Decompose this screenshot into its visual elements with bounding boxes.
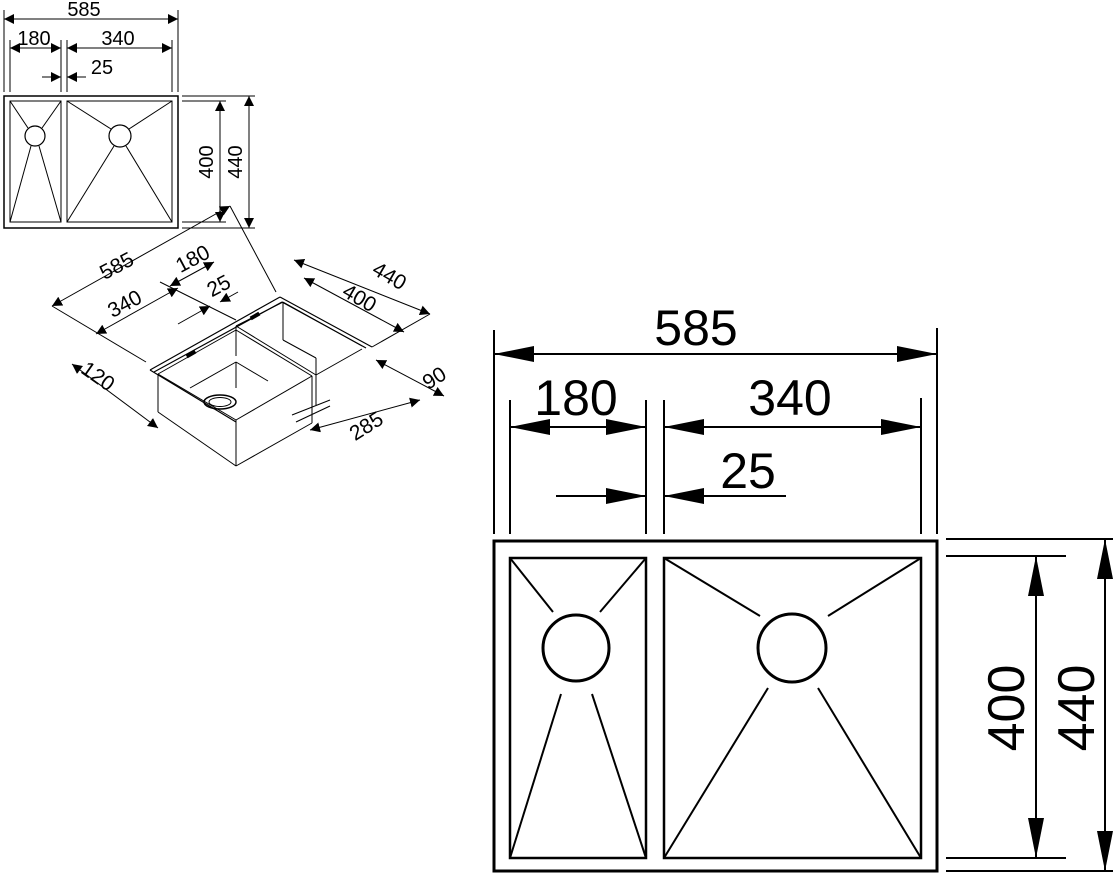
iso-dim-25: 25 <box>203 271 234 302</box>
iso-dim-90: 90 <box>419 363 451 395</box>
small-dim-585: 585 <box>67 0 100 21</box>
iso-dim-440: 440 <box>368 258 410 295</box>
iso-dim-400: 400 <box>338 280 380 317</box>
dim-340: 340 <box>748 370 831 426</box>
small-dim-180: 180 <box>17 28 50 50</box>
dim-400: 400 <box>978 665 1036 752</box>
isometric-view: 585 340 180 25 440 400 120 90 285 <box>51 205 451 467</box>
dim-180: 180 <box>534 370 617 426</box>
iso-dim-285: 285 <box>346 407 388 445</box>
iso-dim-120: 120 <box>77 357 119 396</box>
iso-dim-180: 180 <box>172 241 214 278</box>
dim-585: 585 <box>654 300 737 356</box>
small-dim-400: 400 <box>196 145 218 178</box>
small-dim-25: 25 <box>91 57 113 79</box>
small-top-view: 585 180 340 25 400 440 <box>3 0 255 229</box>
large-top-view: 585 180 340 25 400 440 <box>492 300 1113 873</box>
small-dim-440: 440 <box>225 145 247 178</box>
iso-dim-340: 340 <box>104 286 146 323</box>
dim-25: 25 <box>720 443 776 499</box>
iso-dim-585: 585 <box>96 248 138 285</box>
dim-440: 440 <box>1048 665 1106 752</box>
small-dim-340: 340 <box>101 28 134 50</box>
